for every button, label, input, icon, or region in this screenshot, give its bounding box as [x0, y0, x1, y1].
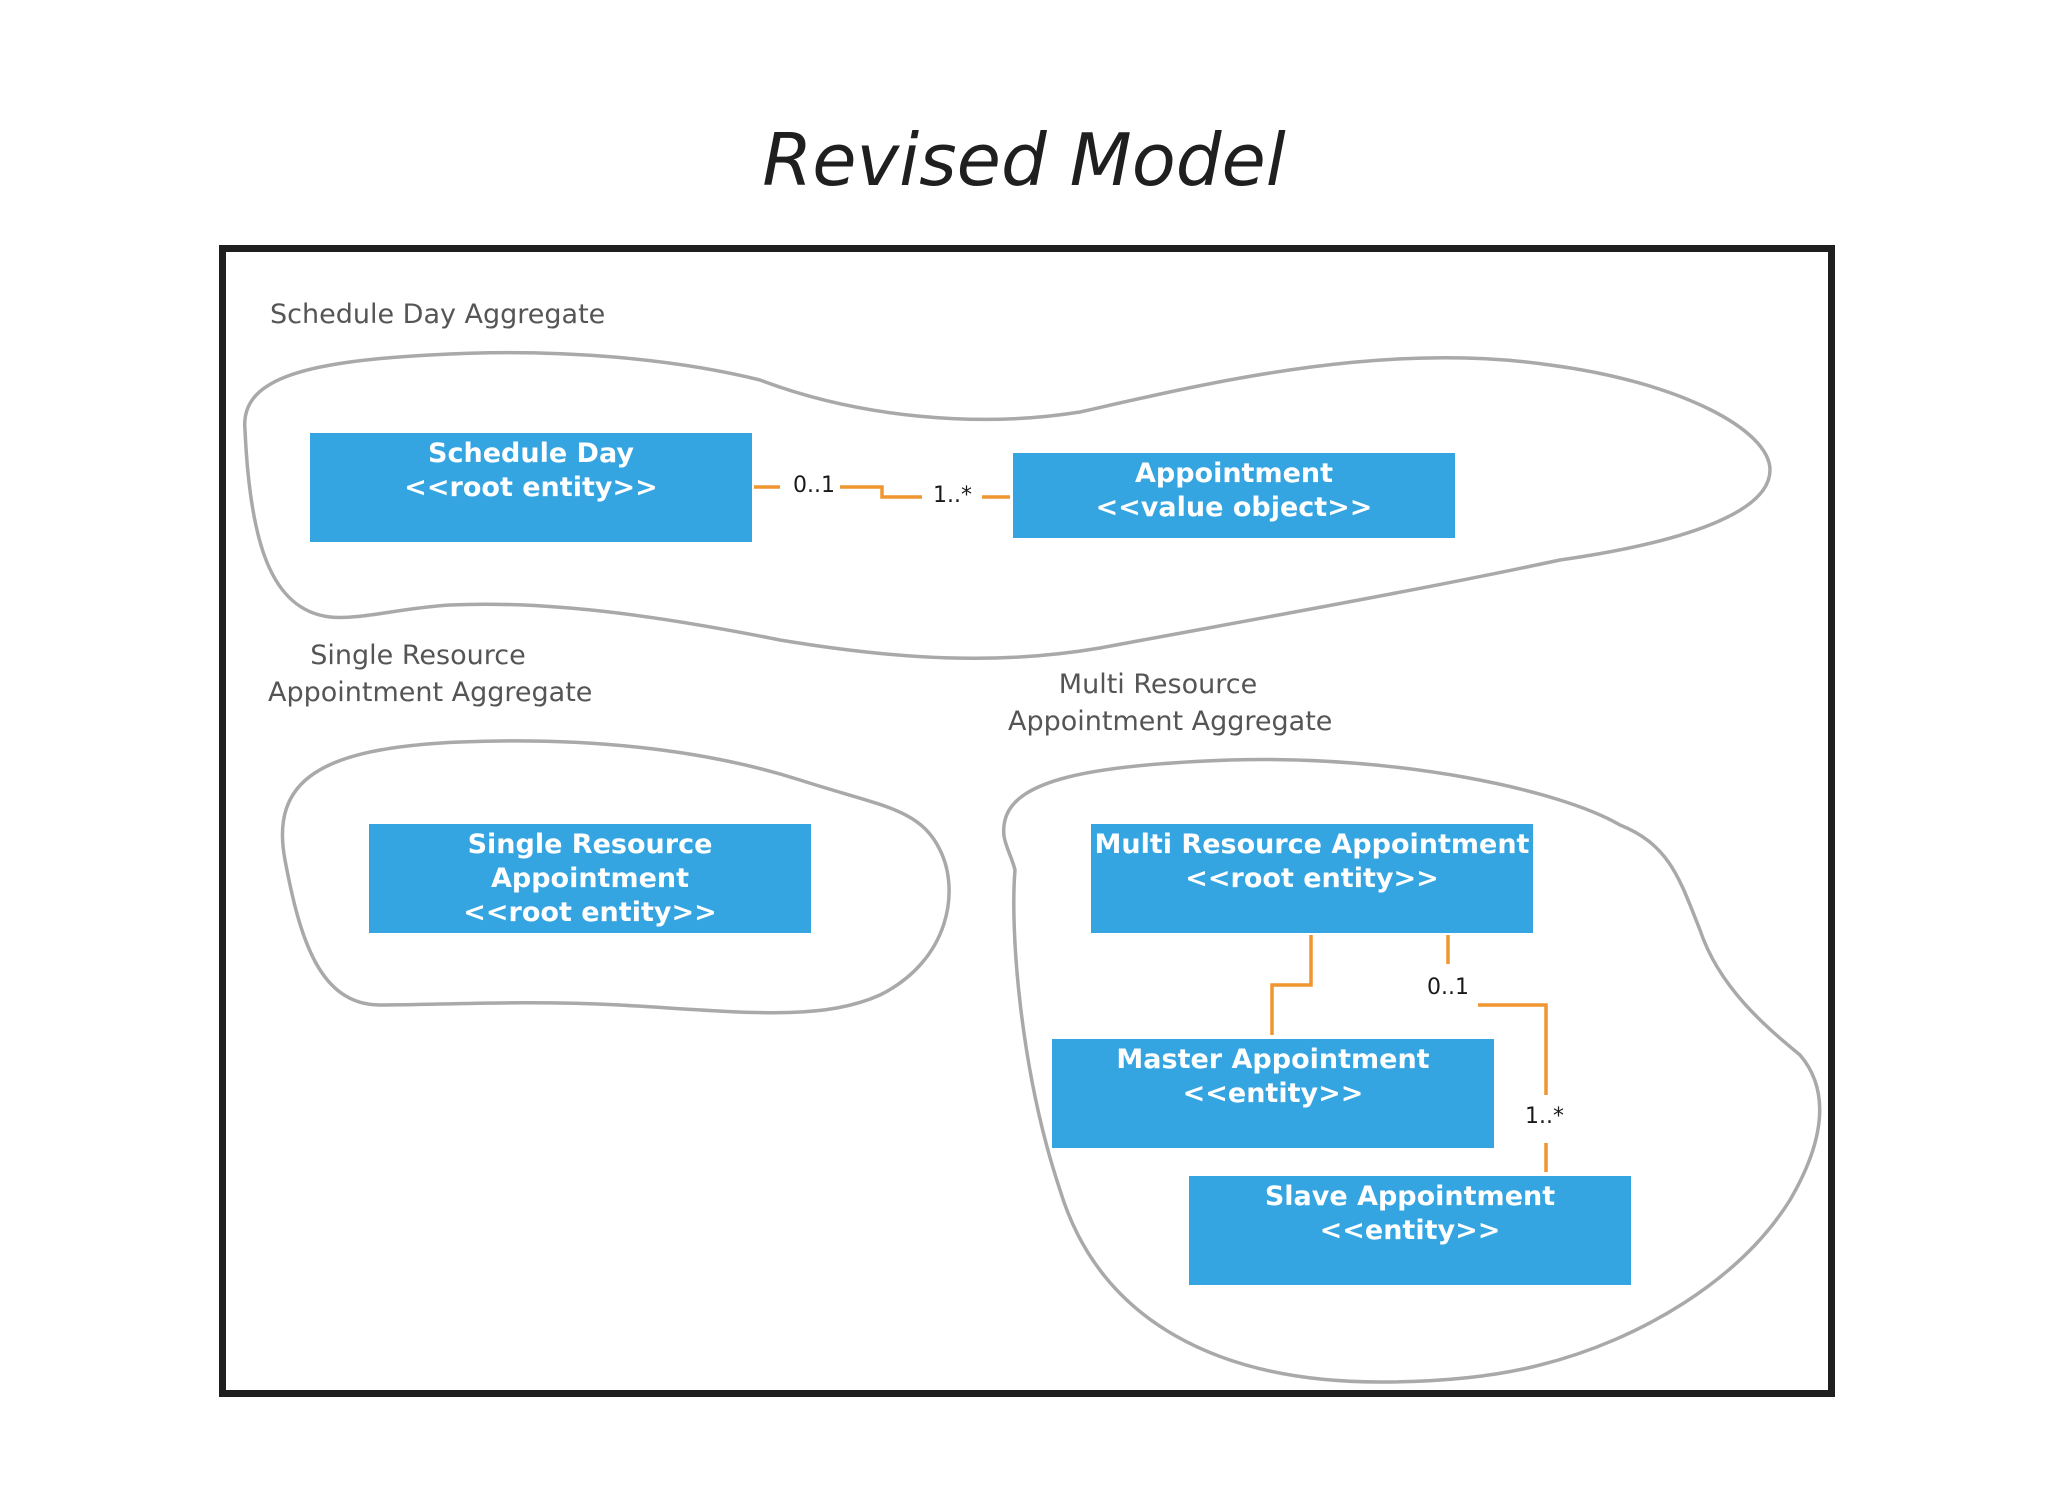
slave-appointment-stereotype: <<entity>>: [1319, 1215, 1501, 1246]
master-appointment-box[interactable]: Master Appointment <<entity>>: [1052, 1039, 1494, 1148]
master-appointment-stereotype: <<entity>>: [1182, 1078, 1364, 1109]
schedule-day-stereotype: <<root entity>>: [404, 472, 658, 503]
single-resource-aggregate-outline: [280, 739, 951, 1015]
diagram-frame: [219, 245, 1835, 1397]
appointment-stereotype: <<value object>>: [1095, 492, 1373, 523]
schedule-day-aggregate-outline: [243, 350, 1772, 661]
multi-resource-appointment-name: Multi Resource Appointment: [1094, 829, 1530, 860]
schedule-day-name: Schedule Day: [428, 438, 634, 469]
multi-resource-aggregate-label-line2: Appointment Aggregate: [1008, 706, 1333, 737]
association-multi-slave: [1446, 935, 1548, 1172]
diagram-title: Revised Model: [762, 118, 1286, 202]
master-appointment-name: Master Appointment: [1116, 1044, 1430, 1075]
multi-resource-appointment-stereotype: <<root entity>>: [1185, 863, 1439, 894]
multiplicity-schedule-target: 1..*: [929, 483, 976, 508]
appointment-box[interactable]: Appointment <<value object>>: [1013, 453, 1455, 538]
single-resource-aggregate-label: Single Resource Appointment Aggregate: [268, 637, 593, 711]
multiplicity-schedule-source: 0..1: [789, 473, 839, 498]
slave-appointment-box[interactable]: Slave Appointment <<entity>>: [1189, 1176, 1631, 1285]
single-resource-appointment-box[interactable]: Single Resource Appointment <<root entit…: [369, 824, 811, 933]
single-resource-appointment-name: Single Resource Appointment: [467, 829, 713, 894]
appointment-name: Appointment: [1134, 458, 1334, 489]
schedule-day-box[interactable]: Schedule Day <<root entity>>: [310, 433, 752, 542]
slave-appointment-name: Slave Appointment: [1264, 1181, 1556, 1212]
single-resource-aggregate-label-line2: Appointment Aggregate: [268, 677, 593, 708]
single-resource-appointment-stereotype: <<root entity>>: [463, 897, 717, 928]
multi-resource-appointment-box[interactable]: Multi Resource Appointment <<root entity…: [1091, 824, 1533, 933]
multiplicity-multi-target: 1..*: [1521, 1104, 1568, 1129]
multi-resource-aggregate-label-line1: Multi Resource: [1058, 669, 1258, 700]
association-multi-master: [1270, 935, 1313, 1035]
association-schedule-appointment: [754, 485, 1010, 499]
multi-resource-aggregate-label: Multi Resource Appointment Aggregate: [1008, 666, 1333, 740]
schedule-day-aggregate-label: Schedule Day Aggregate: [270, 299, 606, 330]
single-resource-aggregate-label-line1: Single Resource: [310, 640, 526, 671]
multiplicity-multi-source: 0..1: [1423, 975, 1473, 1000]
multi-resource-aggregate-outline: [1002, 757, 1822, 1384]
